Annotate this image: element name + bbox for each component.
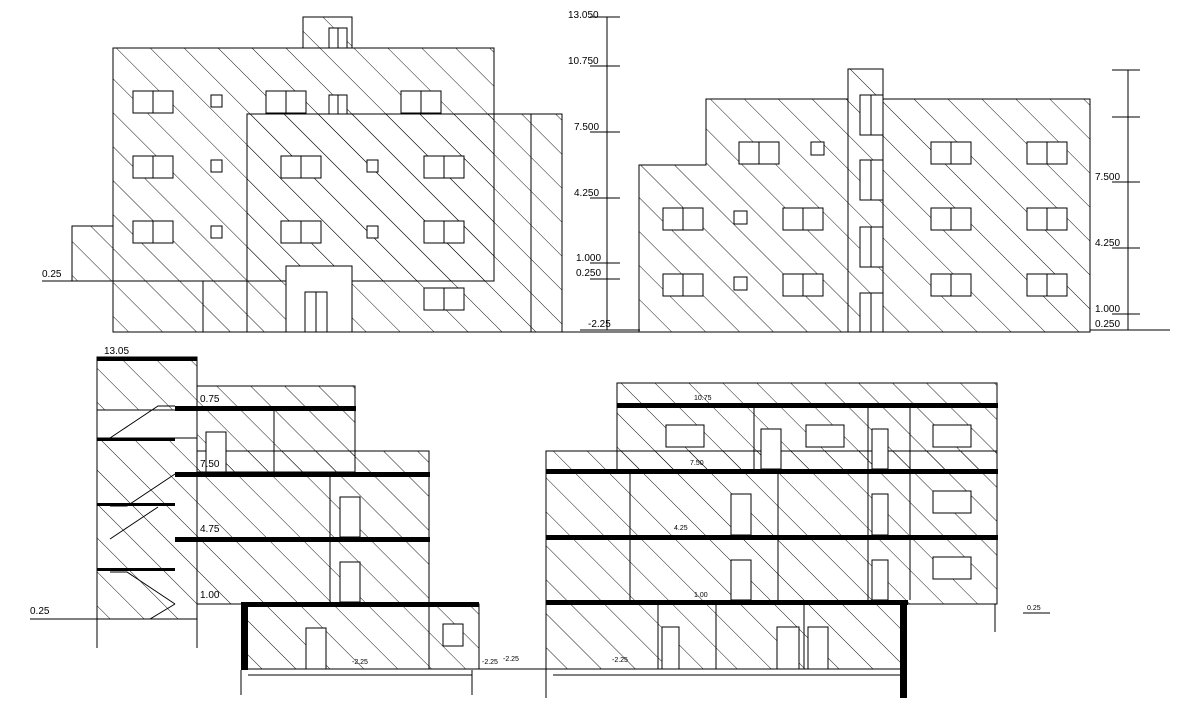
- level-label: 1.00: [694, 592, 708, 599]
- left-low-wall: [71, 225, 114, 282]
- door: [807, 626, 829, 670]
- level-label: 7.50: [200, 459, 220, 470]
- side-mullions: [682, 95, 1048, 332]
- section-b-walls: [545, 408, 1050, 698]
- level-label: 4.250: [1095, 238, 1120, 249]
- door: [776, 626, 800, 670]
- section-b-main: [545, 450, 998, 605]
- vent: [733, 210, 748, 225]
- basement-level-label: -2.25: [612, 657, 628, 664]
- section-b: 10.75 7.50 4.25 1.00 0.25 -2.25: [545, 382, 1050, 698]
- door: [730, 559, 752, 601]
- front-elevation: 13.050 10.750 7.500 4.250 1.000 0.250 -2…: [42, 10, 640, 333]
- door: [871, 559, 889, 601]
- level-label: 4.75: [200, 524, 220, 535]
- level-label: 7.500: [1095, 172, 1120, 183]
- window: [805, 424, 845, 448]
- level-label: 1.00: [200, 590, 220, 601]
- level-label: -2.25: [588, 319, 611, 330]
- slabs: [546, 403, 998, 698]
- door: [871, 493, 889, 536]
- side-elevation: 7.500 4.250 1.000 0.250: [638, 68, 1170, 333]
- level-label: 10.750: [568, 56, 599, 67]
- level-label: 13.05: [104, 346, 129, 357]
- level-label: 7.50: [690, 460, 704, 467]
- level-label: 10.75: [694, 395, 712, 402]
- door: [661, 626, 680, 670]
- front-level-dimension: [42, 16, 640, 333]
- level-label: 1.000: [576, 253, 601, 264]
- door: [339, 496, 361, 538]
- section-b-basement: [545, 603, 905, 670]
- slabs: [97, 357, 479, 670]
- level-label: 13.050: [568, 10, 599, 21]
- vent: [810, 141, 825, 156]
- window: [665, 424, 705, 448]
- section-a-walls: [30, 411, 546, 695]
- level-label: 4.25: [674, 525, 688, 532]
- level-label: 0.250: [576, 268, 601, 279]
- window-mullions: [152, 28, 445, 332]
- level-label: 0.75: [200, 394, 220, 405]
- front-block-lower: [202, 280, 248, 333]
- stair-steps: [97, 405, 176, 620]
- window: [932, 424, 972, 448]
- level-label: 0.250: [1095, 319, 1120, 330]
- door: [730, 493, 752, 536]
- window: [442, 623, 464, 647]
- vent: [210, 225, 223, 239]
- door: [760, 428, 782, 470]
- stair-core: [96, 356, 198, 620]
- door: [305, 627, 327, 670]
- door: [871, 428, 889, 470]
- ground-level-label: 0.25: [42, 269, 62, 280]
- step-level-label: -2.25: [503, 656, 519, 663]
- level-label: 1.000: [1095, 304, 1120, 315]
- level-label: 4.250: [574, 188, 599, 199]
- stair-flight: [96, 409, 198, 439]
- vent: [210, 159, 223, 173]
- door: [339, 561, 361, 603]
- level-label: 7.500: [574, 122, 599, 133]
- vent: [366, 225, 379, 239]
- section-a: 13.05 0.75 7.50 4.75 1.00 0.25 -2.25 -2.…: [30, 346, 546, 695]
- door: [205, 431, 227, 473]
- vent: [210, 94, 223, 108]
- window: [932, 556, 972, 580]
- vent: [366, 159, 379, 173]
- side-level-dimension: [1090, 69, 1170, 331]
- vent: [733, 276, 748, 291]
- window: [932, 490, 972, 514]
- right-pier: [530, 113, 563, 333]
- step-level-label: -2.25: [482, 659, 498, 666]
- front-block-base: [112, 280, 204, 333]
- section-a-basement: [246, 603, 480, 670]
- ground-level-label: 0.25: [1027, 605, 1041, 612]
- ground-level-label: 0.25: [30, 606, 50, 617]
- basement-level-label: -2.25: [352, 659, 368, 666]
